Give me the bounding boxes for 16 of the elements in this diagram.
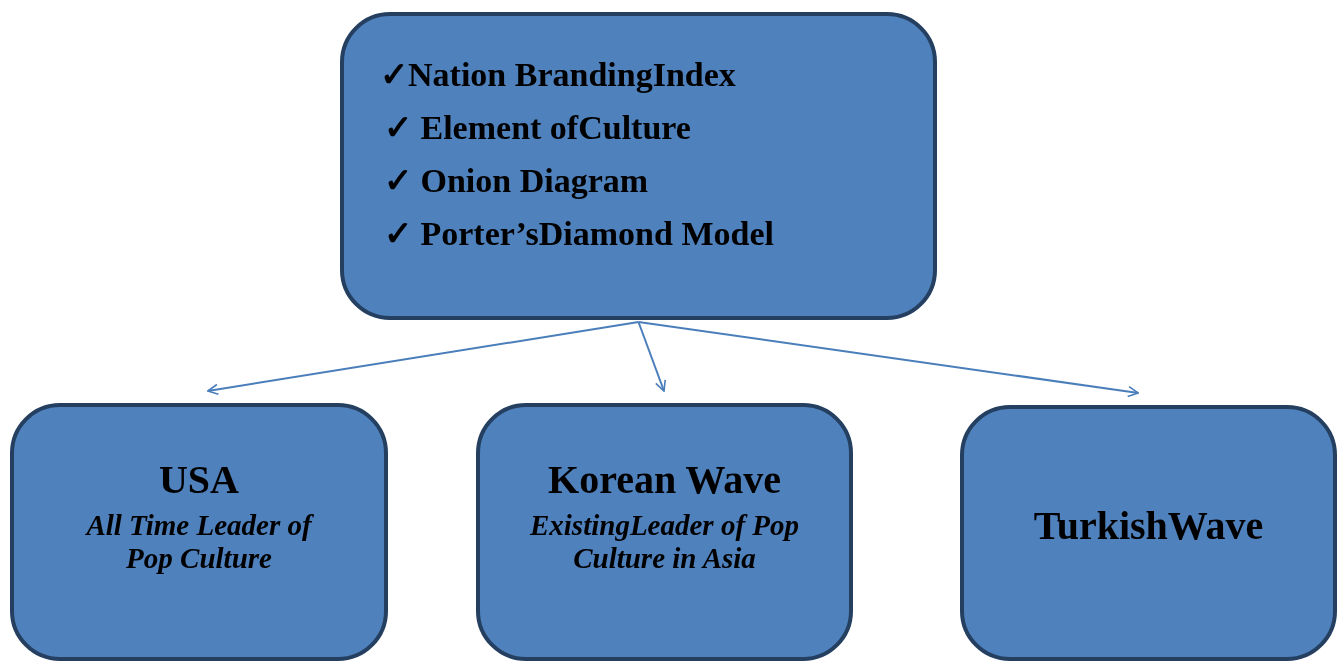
arrow: [637, 321, 1140, 398]
arrow: [206, 321, 640, 396]
subtitle: All Time Leader of Pop Culture: [84, 509, 315, 575]
rounded-box: [960, 405, 1337, 661]
rounded-box: [10, 403, 388, 661]
checklist-item: ✓ Porter’sDiamond Model: [384, 214, 774, 253]
checklist-item: ✓ Element ofCulture: [384, 108, 691, 147]
checklist-item: ✓Nation BrandingIndex: [380, 55, 736, 94]
heading: TurkishWave: [1032, 502, 1265, 550]
rounded-box: [340, 12, 937, 320]
heading: Korean Wave: [547, 456, 782, 504]
checklist-item: ✓ Onion Diagram: [384, 161, 649, 200]
subtitle: ExistingLeader of Pop Culture in Asia: [529, 509, 800, 575]
heading: USA: [158, 456, 240, 504]
arrow: [637, 321, 666, 392]
rounded-box: [476, 403, 853, 661]
